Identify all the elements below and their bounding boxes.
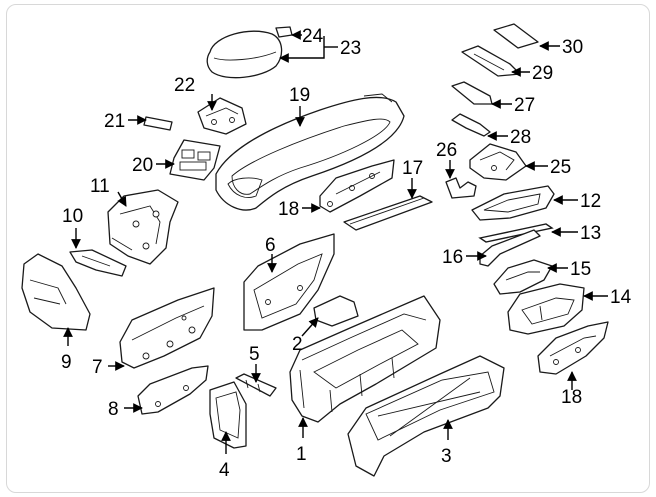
callout-12[interactable]: 12 xyxy=(553,191,601,212)
part-3-base-frame[interactable] xyxy=(347,355,505,477)
callout-18b[interactable]: 18 xyxy=(561,371,582,408)
callout-7[interactable]: 7 xyxy=(92,357,125,378)
part-29-mat[interactable] xyxy=(461,45,521,77)
callout-label: 16 xyxy=(442,247,463,268)
part-28-strip[interactable] xyxy=(451,113,491,137)
part-25-bracket[interactable] xyxy=(469,143,527,181)
part-15-mat[interactable] xyxy=(493,259,553,295)
part-18-panel-upper[interactable] xyxy=(319,159,395,213)
callout-15[interactable]: 15 xyxy=(547,259,591,280)
callout-19[interactable]: 19 xyxy=(289,85,310,127)
callout-label: 7 xyxy=(92,357,103,378)
part-18-panel-lower[interactable] xyxy=(537,321,609,375)
callout-label: 15 xyxy=(570,259,591,280)
callout-8[interactable]: 8 xyxy=(108,399,143,420)
callout-label: 29 xyxy=(532,63,553,84)
callout-14[interactable]: 14 xyxy=(583,287,632,308)
callout-label: 17 xyxy=(402,158,423,179)
callout-22[interactable]: 22 xyxy=(174,75,217,111)
callout-label: 6 xyxy=(265,235,276,256)
callout-label: 12 xyxy=(580,191,601,212)
part-21-pad[interactable] xyxy=(143,116,173,131)
callout-label: 28 xyxy=(510,127,531,148)
part-9-side-trim[interactable] xyxy=(21,253,91,331)
callout-label: 30 xyxy=(562,37,583,58)
part-24-clip[interactable] xyxy=(275,26,293,38)
callout-label: 19 xyxy=(289,85,310,106)
callout-6[interactable]: 6 xyxy=(265,235,277,273)
callout-3[interactable]: 3 xyxy=(441,419,453,467)
callout-label: 11 xyxy=(90,176,110,197)
callout-label: 24 xyxy=(302,26,324,47)
callout-27[interactable]: 27 xyxy=(491,95,535,116)
part-7-lower-side-panel[interactable] xyxy=(119,287,215,369)
part-26-small-bracket[interactable] xyxy=(445,177,477,199)
callout-20[interactable]: 20 xyxy=(132,155,175,176)
callout-label: 18 xyxy=(278,199,299,220)
callout-label: 8 xyxy=(108,399,119,420)
callout-label: 23 xyxy=(340,38,361,59)
part-17-trim-strip[interactable] xyxy=(343,195,433,231)
callout-label: 14 xyxy=(610,287,632,308)
callout-11[interactable]: 11 xyxy=(90,176,127,207)
part-2-mat[interactable] xyxy=(313,295,359,327)
part-1-console-body[interactable] xyxy=(289,295,441,423)
callout-25[interactable]: 25 xyxy=(525,157,571,178)
callout-2[interactable]: 2 xyxy=(292,317,319,355)
part-10-bracket[interactable] xyxy=(69,249,127,277)
callout-label: 1 xyxy=(296,444,307,465)
callout-label: 10 xyxy=(62,206,83,227)
part-16-seal[interactable] xyxy=(479,229,541,267)
callout-18a[interactable]: 18 xyxy=(278,199,321,220)
callout-9[interactable]: 9 xyxy=(61,327,73,373)
callout-label: 22 xyxy=(174,75,195,96)
callout-label: 21 xyxy=(104,111,125,132)
callout-label: 5 xyxy=(249,344,260,365)
callout-26[interactable]: 26 xyxy=(436,140,457,179)
part-12-tray[interactable] xyxy=(471,185,555,221)
callout-30[interactable]: 30 xyxy=(539,37,583,58)
callout-label: 13 xyxy=(580,223,601,244)
part-14-tray-body[interactable] xyxy=(507,283,585,335)
callout-4[interactable]: 4 xyxy=(219,431,231,481)
part-8-lower-trim[interactable] xyxy=(137,365,209,415)
part-23-armrest-lid[interactable] xyxy=(206,30,283,79)
callout-29[interactable]: 29 xyxy=(511,63,553,84)
callout-label: 4 xyxy=(219,460,230,481)
part-5-clip-strip[interactable] xyxy=(235,373,277,397)
callout-label: 3 xyxy=(441,446,452,467)
callout-28[interactable]: 28 xyxy=(487,127,531,148)
part-22-bracket[interactable] xyxy=(197,97,247,135)
callout-label: 25 xyxy=(550,157,571,178)
callout-16[interactable]: 16 xyxy=(442,247,487,268)
callout-label: 9 xyxy=(61,352,72,373)
callout-10[interactable]: 10 xyxy=(62,206,83,249)
part-30-pad[interactable] xyxy=(493,23,539,49)
callout-5[interactable]: 5 xyxy=(249,344,261,383)
callout-label: 18 xyxy=(561,387,582,408)
callout-1[interactable]: 1 xyxy=(296,417,308,465)
callout-13[interactable]: 13 xyxy=(551,223,601,244)
part-4-cover-plate[interactable] xyxy=(209,381,247,449)
callout-label: 2 xyxy=(292,334,303,355)
callout-label: 26 xyxy=(436,140,457,161)
callout-24[interactable]: 24 xyxy=(291,26,324,47)
part-27-mat[interactable] xyxy=(451,81,493,105)
callout-17[interactable]: 17 xyxy=(402,158,423,199)
callout-label: 27 xyxy=(514,95,535,116)
callout-23[interactable]: 23 xyxy=(279,36,361,63)
part-11-bracket[interactable] xyxy=(107,189,179,265)
callout-21[interactable]: 21 xyxy=(104,111,147,132)
part-20-switch-panel[interactable] xyxy=(169,139,221,181)
callout-label: 20 xyxy=(132,155,153,176)
part-6-side-panel[interactable] xyxy=(243,233,335,331)
part-19-upper-trim[interactable] xyxy=(215,93,405,211)
